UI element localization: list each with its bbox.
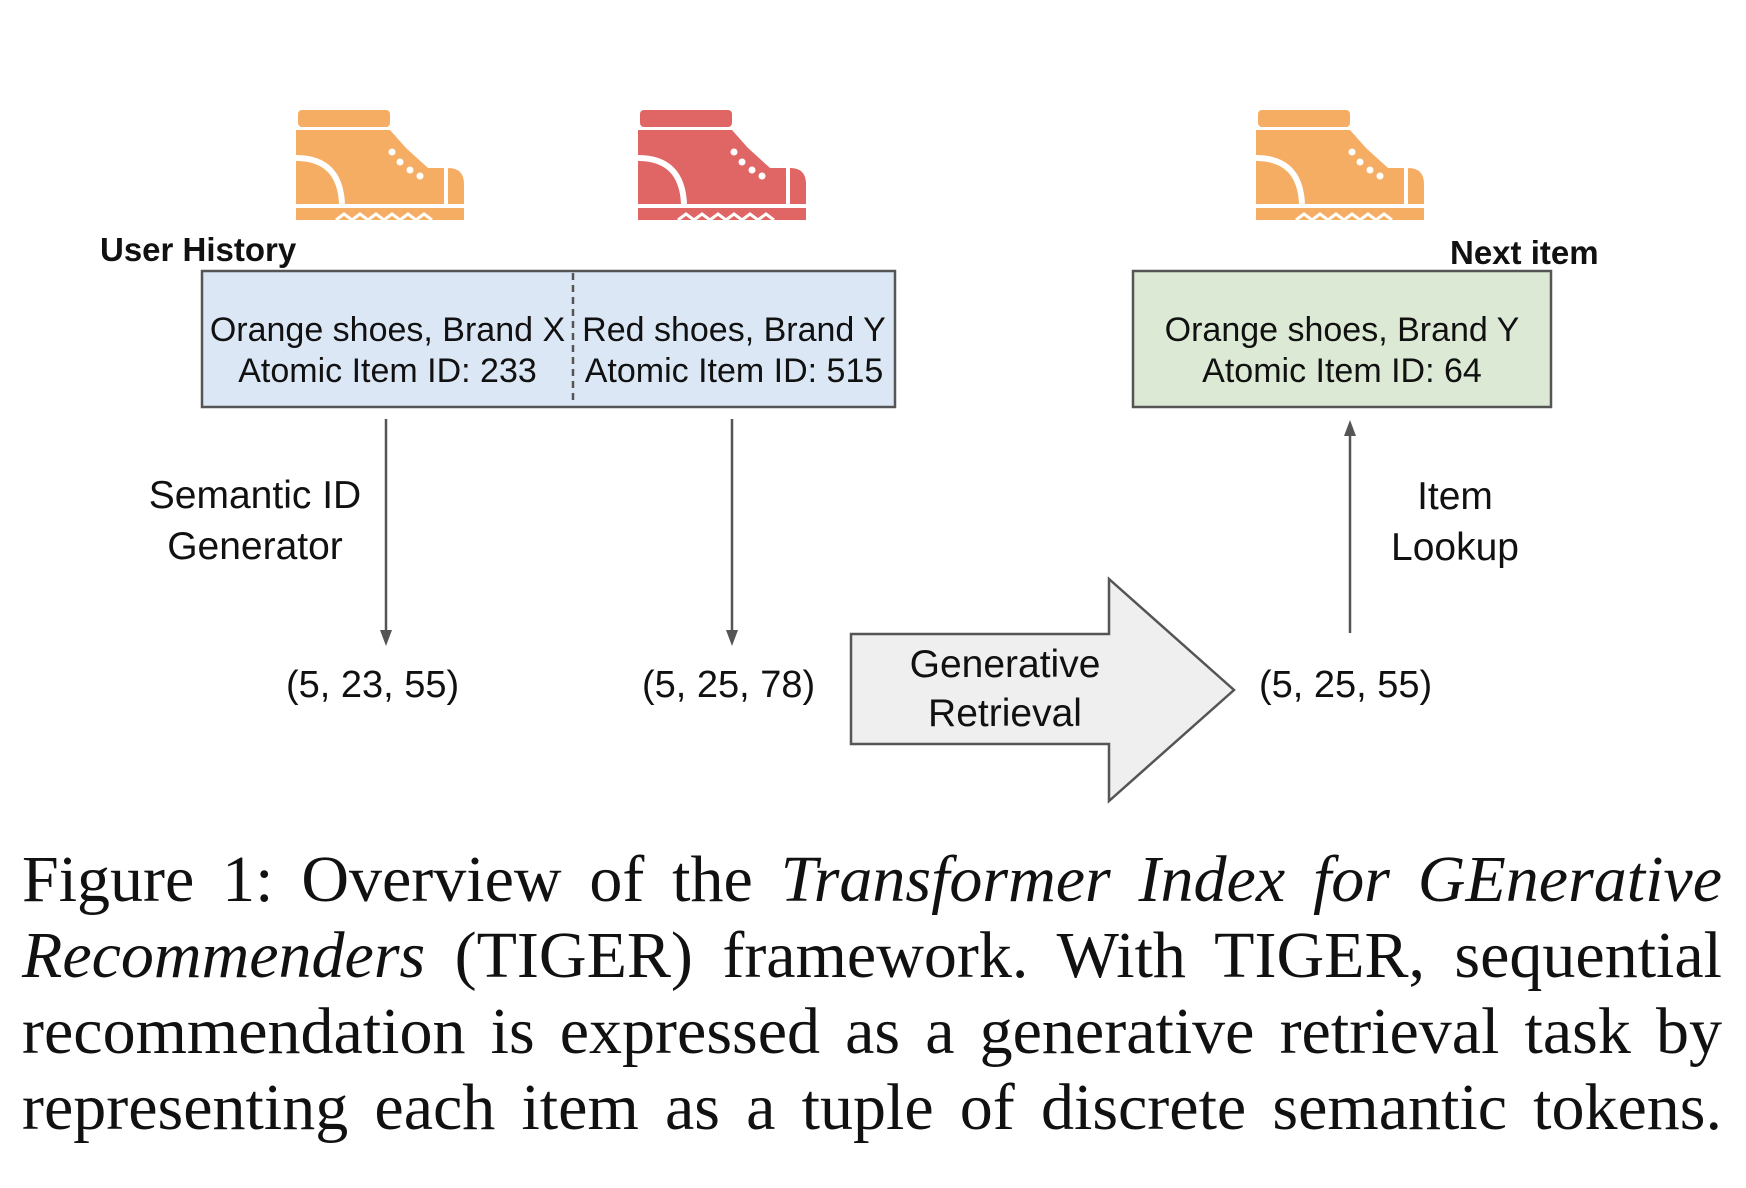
semantic-id-tuple-1: (5, 23, 55) xyxy=(286,664,460,706)
caption-italic-1: Transformer Index for GEnerative xyxy=(780,843,1723,916)
user-history-box xyxy=(200,269,897,409)
caption-line-4: representing each item as a tuple of dis… xyxy=(22,1071,1722,1144)
user-history-label: User History xyxy=(100,231,297,268)
semantic-id-tuple-next: (5, 25, 55) xyxy=(1259,664,1433,706)
next-item-atomic-id: Atomic Item ID: 64 xyxy=(1202,352,1482,390)
history-item-1: Orange shoes, Brand X Atomic Item ID: 23… xyxy=(204,310,571,392)
diagram-canvas xyxy=(200,110,1553,804)
semantic-id-generator-line-2: Generator xyxy=(167,525,343,568)
history-item-2-name: Red shoes, Brand Y xyxy=(582,311,886,349)
generative-retrieval-label: Generative Retrieval xyxy=(880,640,1130,738)
semantic-id-arrow-2 xyxy=(726,419,738,646)
item-lookup-line-1: Item xyxy=(1417,475,1493,518)
caption-line-3: recommendation is expressed as a generat… xyxy=(22,995,1722,1068)
generative-retrieval-line-2: Retrieval xyxy=(928,692,1082,735)
item-lookup-label: Item Lookup xyxy=(1370,471,1540,573)
orange-shoe-icon xyxy=(295,110,464,222)
history-item-2-atomic-id: Atomic Item ID: 515 xyxy=(584,352,884,390)
caption-label: Figure 1: xyxy=(22,843,274,916)
caption-line-1: Figure 1: Overview of the Transformer In… xyxy=(22,842,1722,918)
history-item-2: Red shoes, Brand Y Atomic Item ID: 515 xyxy=(575,310,893,392)
item-lookup-arrow xyxy=(1344,420,1356,633)
semantic-id-tuple-2: (5, 25, 78) xyxy=(642,664,816,706)
caption-text-2: (TIGER) framework. With TIGER, sequentia… xyxy=(454,919,1723,992)
next-item-text: Orange shoes, Brand Y Atomic Item ID: 64 xyxy=(1135,310,1549,392)
next-item-name: Orange shoes, Brand Y xyxy=(1164,311,1520,349)
next-orange-shoe-icon xyxy=(1255,110,1424,222)
next-item-box xyxy=(1131,269,1553,409)
caption-text-1: Overview of the xyxy=(301,843,753,916)
red-shoe-icon xyxy=(637,110,806,222)
caption-italic-2: Recommenders xyxy=(22,919,426,992)
caption-line-2: Recommenders (TIGER) framework. With TIG… xyxy=(22,918,1722,994)
figure-caption: Figure 1: Overview of the Transformer In… xyxy=(22,842,1722,1146)
generative-retrieval-line-1: Generative xyxy=(909,643,1101,686)
semantic-id-generator-line-1: Semantic ID xyxy=(148,474,362,517)
generative-retrieval-arrow xyxy=(849,576,1236,804)
history-item-1-name: Orange shoes, Brand X xyxy=(209,311,566,349)
item-lookup-line-2: Lookup xyxy=(1391,526,1519,569)
semantic-id-arrow-1 xyxy=(380,419,392,646)
next-item-label: Next item xyxy=(1450,234,1599,271)
semantic-id-generator-label: Semantic ID Generator xyxy=(130,470,380,572)
history-item-1-atomic-id: Atomic Item ID: 233 xyxy=(238,352,537,390)
